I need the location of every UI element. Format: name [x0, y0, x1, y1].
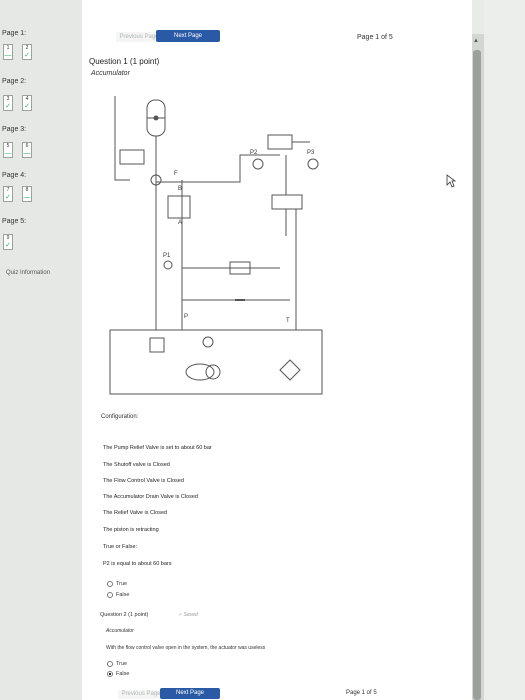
label-p2: P2 [250, 150, 258, 156]
check-icon: ✓ [5, 194, 11, 201]
page-3-label: Page 3: [2, 126, 27, 133]
scroll-up-icon[interactable]: ▲ [473, 38, 479, 44]
page-indicator-bottom: Page 1 of 5 [346, 690, 377, 696]
statement-flow-control: The Flow Control Valve is Closed [103, 478, 184, 484]
question-2-title: Question 2 (1 point) [100, 612, 149, 618]
question-number: 5 [6, 143, 10, 149]
check-icon: ✓ [178, 612, 184, 618]
question-number: 6 [25, 143, 29, 149]
label-f: F [174, 171, 178, 177]
option-label: True [116, 581, 128, 587]
question-2-prompt: With the flow control valve open in the … [106, 645, 266, 651]
label-t: T [286, 318, 290, 324]
page-4-label: Page 4: [2, 172, 27, 179]
option-label: True [116, 661, 128, 667]
check-icon: ✓ [24, 103, 30, 110]
question-number: 7 [6, 187, 10, 193]
gauge-p2 [252, 158, 264, 170]
radio-button[interactable] [107, 661, 113, 667]
mouse-cursor-icon [446, 174, 456, 188]
flow-control-valve [119, 149, 145, 165]
control-valve [271, 194, 303, 210]
question-number: 4 [25, 96, 29, 102]
page-indicator: Page 1 of 5 [357, 34, 393, 41]
radio-button[interactable] [107, 592, 113, 598]
statement-pump-relief: The Pump Relief Valve is set to about 60… [103, 445, 212, 451]
statement-accumulator-drain: The Accumulator Drain Valve is Closed [103, 494, 198, 500]
label-p1: P1 [163, 253, 171, 259]
relief-valve [149, 337, 165, 353]
hydraulic-circuit-diagram: F B A P1 P2 P3 P T [109, 96, 323, 395]
filter-symbol [279, 359, 301, 381]
check-icon: ✓ [5, 242, 11, 249]
question-number: 9 [6, 235, 10, 241]
q2-option-false[interactable]: False [107, 671, 129, 677]
question-6-link[interactable]: 6— [22, 142, 32, 158]
window-margin [484, 0, 525, 700]
page-5-label: Page 5: [2, 218, 27, 225]
page-2-label: Page 2: [2, 78, 27, 85]
q1-option-false[interactable]: False [107, 592, 129, 598]
label-a: A [178, 220, 182, 226]
shutoff-valve [229, 261, 251, 275]
question-3-link[interactable]: 3✓ [3, 95, 13, 111]
saved-label: Saved [183, 612, 198, 618]
directional-valve [167, 195, 191, 219]
previous-page-button-bottom[interactable]: Previous Page [118, 690, 164, 699]
radio-button-selected[interactable] [107, 671, 113, 677]
next-page-button[interactable]: Next Page [156, 30, 220, 42]
cylinder-symbol [267, 134, 293, 150]
question-7-link[interactable]: 7✓ [3, 186, 13, 202]
pump-symbol [185, 363, 215, 381]
question-1-prompt: P2 is equal to about 60 bars [103, 561, 172, 567]
statement-relief: The Relief Valve is Closed [103, 510, 168, 516]
status-icon: — [23, 150, 31, 157]
status-icon: — [23, 194, 31, 201]
question-4-link[interactable]: 4✓ [22, 95, 32, 111]
next-page-button-bottom[interactable]: Next Page [160, 688, 220, 699]
quiz-information-link[interactable]: Quiz Information [6, 270, 51, 276]
question-1-title: Question 1 (1 point) [89, 57, 160, 66]
radio-button[interactable] [107, 581, 113, 587]
question-9-link[interactable]: 9✓ [3, 234, 13, 250]
question-number: 1 [6, 45, 10, 51]
question-number: 8 [25, 187, 29, 193]
label-b: B [178, 186, 182, 192]
saved-status: ✓ Saved [178, 612, 198, 618]
q1-option-true[interactable]: True [107, 581, 127, 587]
q2-option-true[interactable]: True [107, 661, 127, 667]
label-p: P [184, 314, 188, 320]
previous-page-button[interactable]: Previous Page [116, 32, 162, 42]
option-label: False [116, 592, 130, 598]
check-icon: ✓ [5, 103, 11, 110]
gauge-p3 [307, 158, 319, 170]
scrollbar-thumb[interactable] [473, 50, 481, 700]
question-navigation-sidebar: Page 1: 1— 2✓ Page 2: 3✓ 4✓ Page 3: 5— 6… [0, 0, 82, 700]
check-icon: ✓ [24, 52, 30, 59]
question-number: 2 [25, 45, 29, 51]
question-8-link[interactable]: 8— [22, 186, 32, 202]
status-icon: — [4, 52, 12, 59]
statement-piston: The piston is retracting [103, 527, 159, 533]
status-icon: — [4, 150, 12, 157]
question-5-link[interactable]: 5— [3, 142, 13, 158]
gauge-b [150, 174, 162, 186]
question-1-link[interactable]: 1— [3, 44, 13, 60]
statement-shutoff: The Shutoff valve is Closed [103, 462, 170, 468]
gauge-p1 [163, 260, 173, 270]
page-1-label: Page 1: [2, 30, 27, 37]
configuration-label: Configuration: [101, 414, 139, 420]
question-1-subtitle: Accumulator [91, 70, 130, 77]
question-number: 3 [6, 96, 10, 102]
question-2-link[interactable]: 2✓ [22, 44, 32, 60]
label-p3: P3 [307, 150, 315, 156]
true-false-prompt: True or False: [103, 544, 138, 550]
option-label: False [116, 671, 130, 677]
question-2-subtitle: Accumulator [106, 628, 134, 634]
